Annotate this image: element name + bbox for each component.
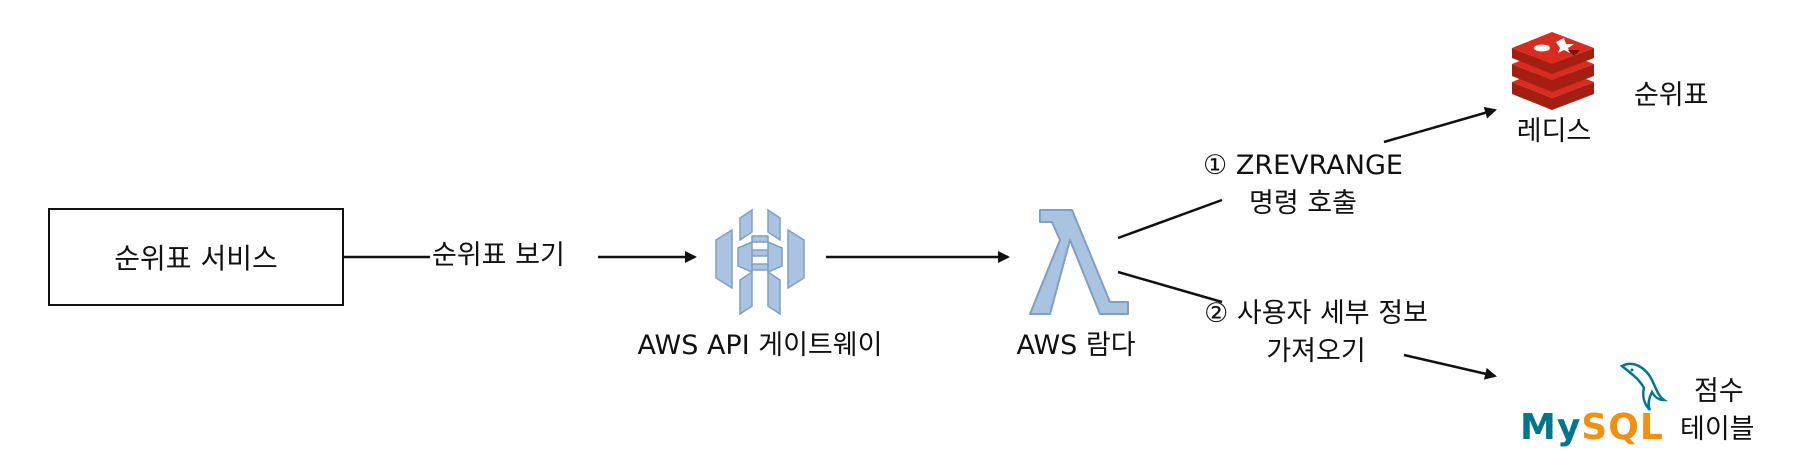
redis-icon	[1512, 32, 1594, 110]
arrow-lambda-to-redis-upper	[1383, 107, 1497, 144]
mysql-logo-sql: SQL	[1581, 407, 1664, 448]
edge-label-view-leaderboard: 순위표 보기	[432, 240, 565, 271]
api-gateway-icon	[715, 208, 805, 316]
edge-label-zrevrange-line1: ① ZREVRANGE	[1203, 150, 1403, 181]
mysql-logo-my: My	[1520, 407, 1582, 448]
mysql-logo: MySQL	[1520, 406, 1664, 450]
mysql-caption-line1: 점수	[1694, 376, 1744, 407]
edge-label-user-details-line2: 가져오기	[1266, 336, 1366, 367]
arrow-lambda-to-redis-lower	[1117, 198, 1223, 240]
arrow-lambda-to-mysql-lower	[1403, 353, 1497, 380]
api-gateway-label: AWS API 게이트웨이	[637, 330, 883, 361]
redis-label: 레디스	[1516, 116, 1592, 147]
edge-label-zrevrange-line2: 명령 호출	[1249, 188, 1357, 219]
service-box-label: 순위표 서비스	[114, 242, 278, 275]
lambda-label: AWS 람다	[1016, 330, 1136, 361]
mysql-caption-line2: 테이블	[1680, 414, 1755, 445]
arrow-lambda-to-mysql-upper	[1117, 270, 1223, 304]
mysql-dolphin-icon	[1619, 362, 1669, 411]
redis-caption-leaderboard: 순위표	[1634, 80, 1709, 111]
lambda-icon	[1029, 209, 1129, 315]
edge-label-user-details-line1: ② 사용자 세부 정보	[1204, 298, 1428, 329]
mysql-logo-text: MySQL	[1520, 407, 1664, 448]
service-box: 순위표 서비스	[48, 208, 344, 306]
